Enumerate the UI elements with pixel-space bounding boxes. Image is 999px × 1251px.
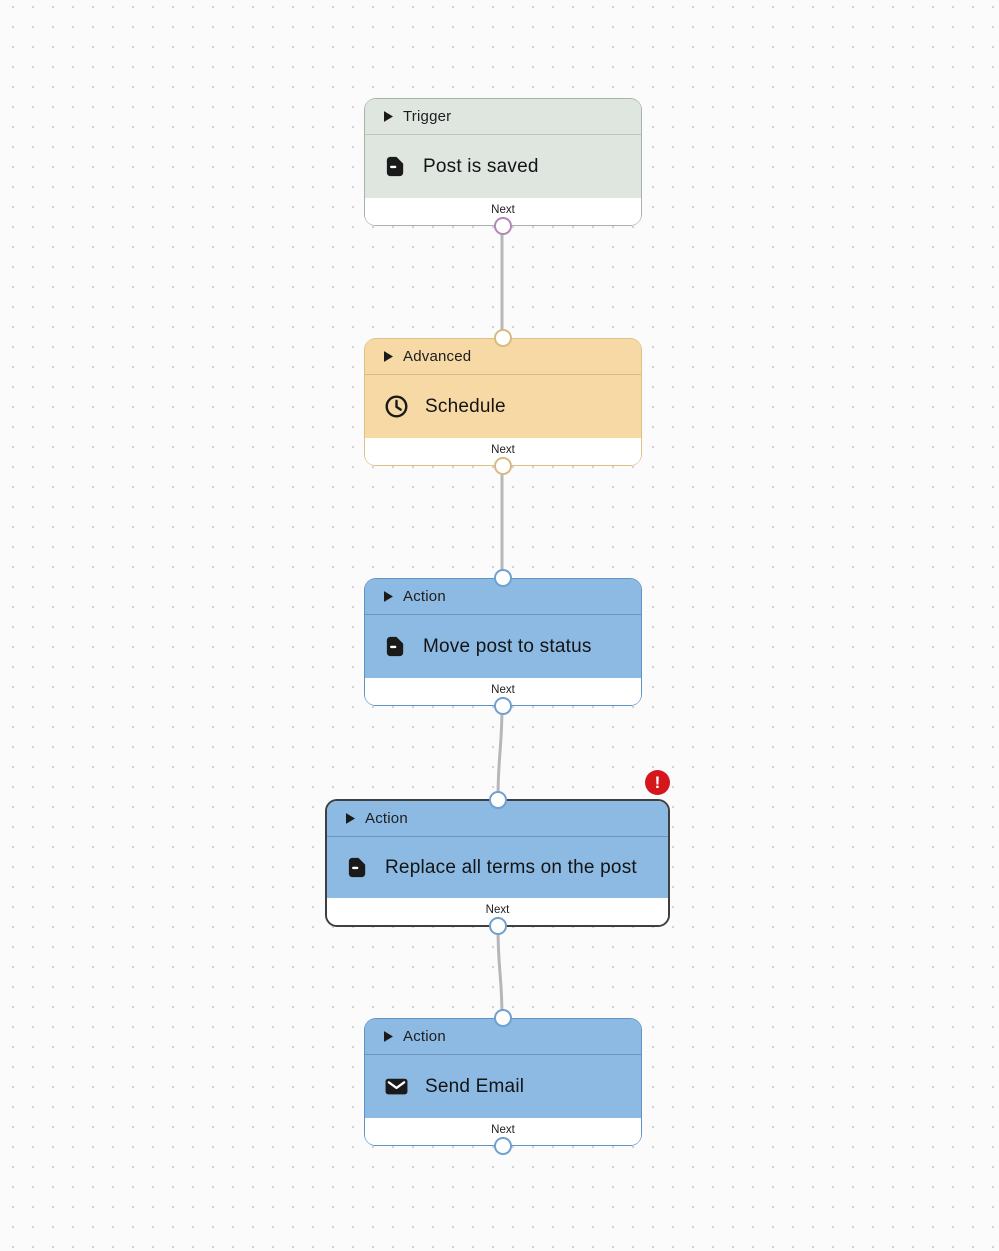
error-badge-icon[interactable]: !: [645, 770, 670, 795]
node-category-label: Action: [365, 810, 408, 827]
input-port-handle[interactable]: [494, 569, 512, 587]
document-icon: [384, 155, 407, 178]
node-advanced-schedule[interactable]: Advanced Schedule Next: [364, 329, 642, 475]
node-category-header[interactable]: Trigger: [365, 99, 641, 135]
expand-triangle-icon[interactable]: [346, 813, 355, 824]
node-title: Post is saved: [423, 155, 539, 177]
output-port-handle[interactable]: [494, 697, 512, 715]
node-action-move-post-to-status[interactable]: Action Move post to status Next: [364, 569, 642, 715]
node-title: Move post to status: [423, 635, 592, 657]
connector-edge[interactable]: [496, 704, 504, 801]
expand-triangle-icon[interactable]: [384, 1031, 393, 1042]
output-port-handle[interactable]: [494, 217, 512, 235]
document-icon: [384, 635, 407, 658]
node-action-replace-all-terms[interactable]: Action Replace all terms on the post Nex…: [325, 770, 670, 935]
node-title: Replace all terms on the post: [385, 856, 637, 878]
output-port-handle[interactable]: [494, 1137, 512, 1155]
node-title: Send Email: [425, 1075, 525, 1097]
node-title: Schedule: [425, 395, 506, 417]
expand-triangle-icon[interactable]: [384, 591, 393, 602]
node-action-send-email[interactable]: Action Send Email Next: [364, 1009, 642, 1155]
expand-triangle-icon[interactable]: [384, 351, 393, 362]
expand-triangle-icon[interactable]: [384, 111, 393, 122]
input-port-handle[interactable]: [488, 791, 507, 809]
input-port-handle[interactable]: [494, 1009, 512, 1027]
node-trigger-post-is-saved[interactable]: Trigger Post is saved Next: [364, 98, 642, 235]
output-port-handle[interactable]: [488, 917, 507, 935]
document-icon: [346, 856, 369, 879]
node-category-label: Trigger: [403, 108, 452, 125]
input-port-handle[interactable]: [494, 329, 512, 347]
node-category-label: Action: [403, 588, 446, 605]
node-category-label: Action: [403, 1028, 446, 1045]
node-category-label: Advanced: [403, 348, 472, 365]
connector-edge[interactable]: [496, 925, 504, 1020]
clock-icon: [384, 394, 409, 419]
envelope-icon: [384, 1074, 409, 1099]
output-port-handle[interactable]: [494, 457, 512, 475]
